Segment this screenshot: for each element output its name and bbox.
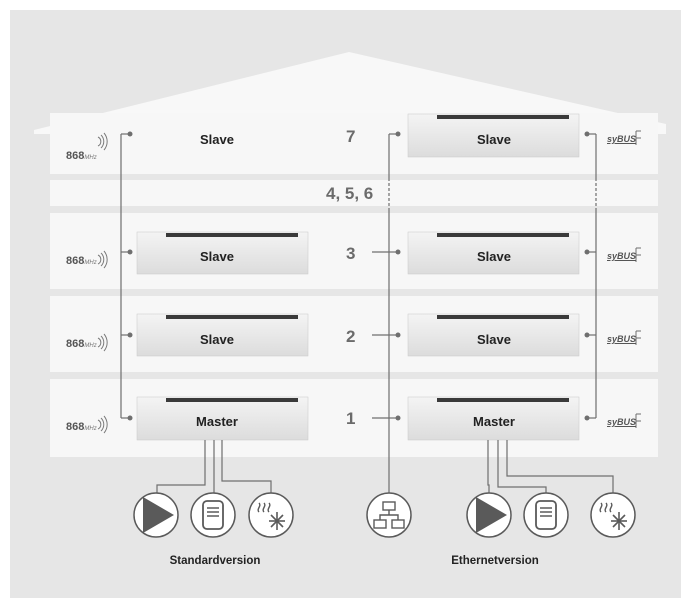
device-left-1 (136, 396, 309, 441)
floor-number-1: 1 (346, 409, 356, 428)
left-unit-label-3: Slave (200, 249, 234, 264)
network-icon (366, 492, 412, 538)
bus-connector-icon (635, 413, 641, 428)
number-connectors (372, 251, 389, 419)
radio-label: 868MHz (66, 338, 97, 350)
radio-label: 868MHz (66, 255, 97, 267)
radio-wave-icon (97, 333, 108, 352)
bus-label: syBUS (607, 251, 637, 261)
radio-bracket (120, 131, 133, 421)
radio-label: 868MHz (66, 150, 97, 162)
ethernet-wiring (487, 440, 614, 493)
device-left-3 (136, 231, 309, 275)
bus-bracket (584, 131, 597, 421)
pump-icon (133, 492, 179, 538)
bus-label: syBUS (607, 417, 637, 427)
device-left-2 (136, 313, 309, 357)
standard-wiring (156, 440, 272, 493)
radio-wave-icon (97, 132, 108, 151)
radio-label: 868MHz (66, 421, 97, 433)
left-unit-label-2: Slave (200, 332, 234, 347)
right-unit-label-3: Slave (477, 249, 511, 264)
right-unit-label-2: Slave (477, 332, 511, 347)
floor-number-456: 4, 5, 6 (326, 184, 374, 203)
bus-connector-icon (635, 330, 641, 345)
bus-label: syBUS (607, 134, 637, 144)
heat-cool-icon (248, 492, 294, 538)
device-right-1 (407, 396, 580, 441)
bus-label: syBUS (607, 334, 637, 344)
pump-icon (466, 492, 512, 538)
device-right-2 (407, 313, 580, 357)
right-unit-label-7: Slave (477, 132, 511, 147)
caption-standard: Standardversion (169, 555, 261, 567)
floor-number-2: 2 (346, 327, 356, 346)
bus-connector-icon (635, 247, 641, 262)
radio-wave-icon (97, 415, 108, 434)
floor-number-3: 3 (346, 244, 356, 263)
floor-456 (50, 180, 658, 206)
radio-wave-icon (97, 250, 108, 269)
heat-cool-icon (590, 492, 636, 538)
floor-number-7: 7 (346, 127, 356, 146)
bus-connector-icon (635, 130, 641, 145)
boiler-icon (190, 492, 236, 538)
boiler-icon (523, 492, 569, 538)
device-right-3 (407, 231, 580, 275)
right-unit-label-1: Master (473, 414, 515, 429)
left-unit-label-7: Slave (200, 132, 234, 147)
caption-ethernet: Ethernetversion (451, 555, 539, 567)
left-unit-label-1: Master (196, 414, 238, 429)
network-bracket (388, 131, 401, 495)
device-right-7 (407, 113, 580, 158)
